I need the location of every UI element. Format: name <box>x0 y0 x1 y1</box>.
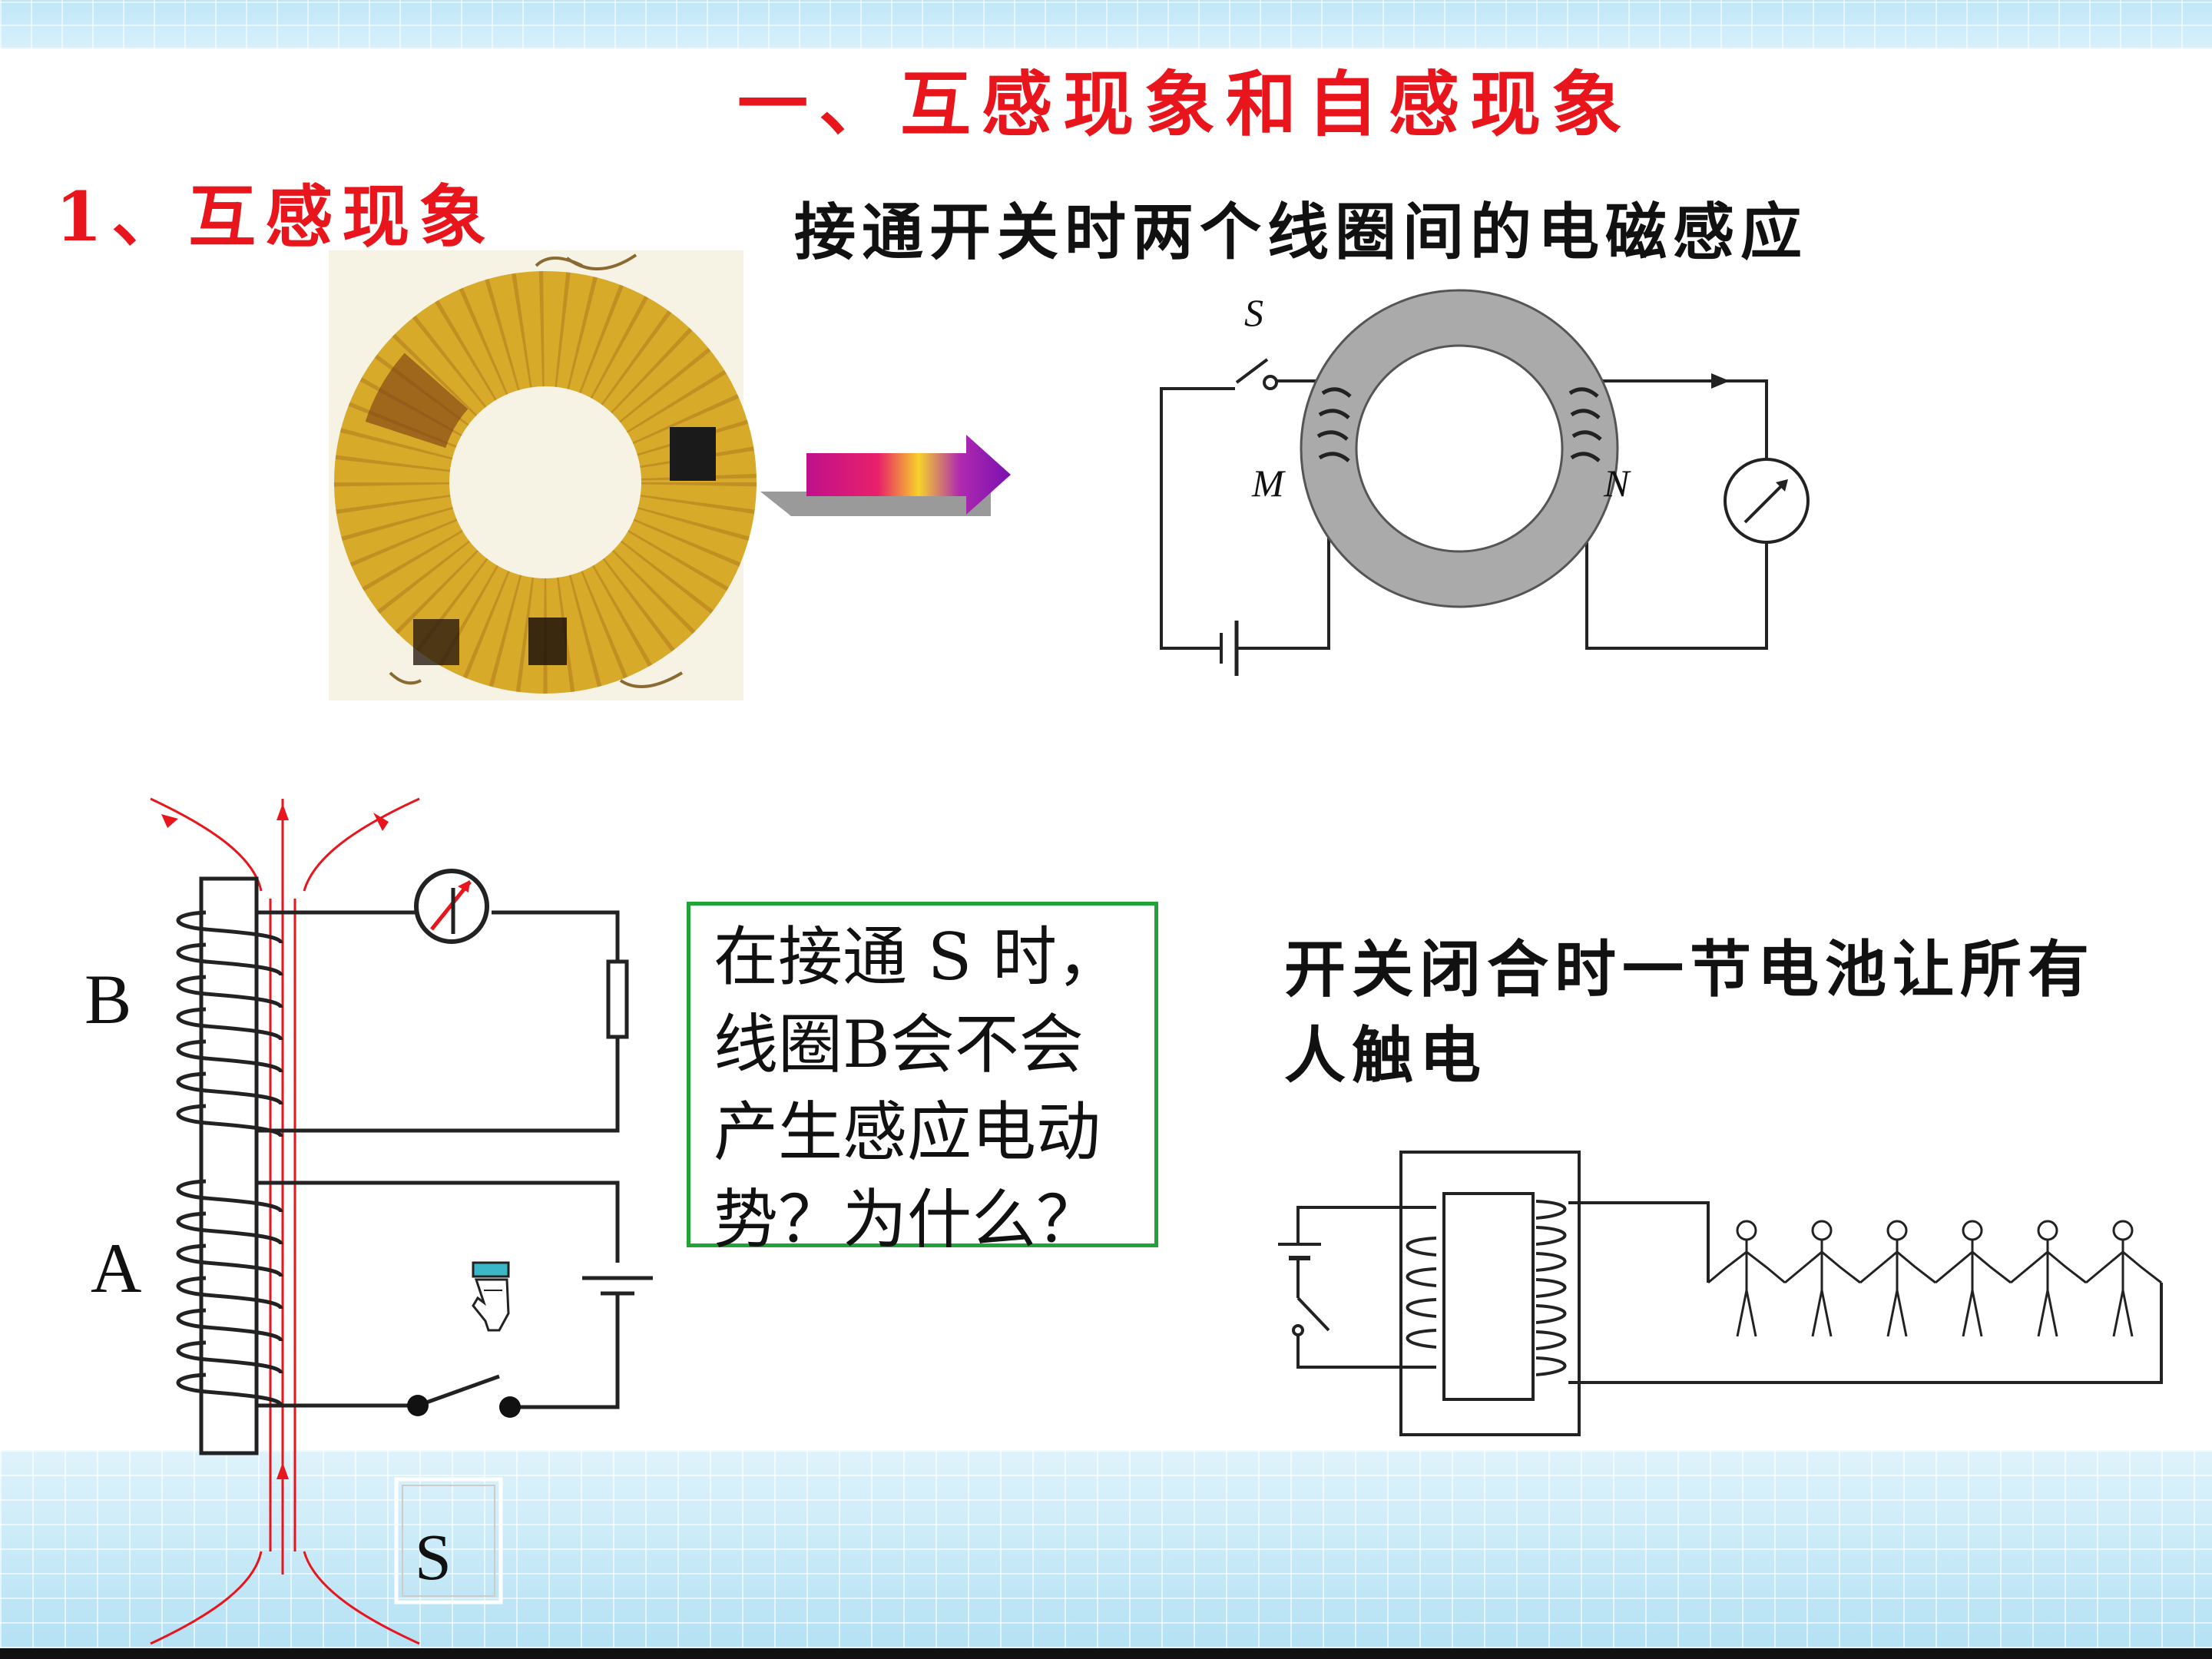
question-line-3: 产生感应电动 <box>714 1094 1101 1170</box>
slide-title: 一、互感现象和自感现象 <box>737 63 1634 146</box>
question-line-2: 线圈B会不会 <box>714 1007 1084 1082</box>
diagram1-caption: 接通开关时两个线圈间的电磁感应 <box>794 196 1808 268</box>
person-icon <box>1935 1220 2012 1337</box>
footer-edge <box>0 1648 2212 1659</box>
person-icon <box>1859 1220 1936 1337</box>
header-band <box>0 0 2212 49</box>
gradient-arrow-icon <box>760 435 1011 516</box>
diagram3-caption: 开关闭合时一节电池让所有人触电 <box>1284 933 2095 1091</box>
person-icon <box>2085 1220 2162 1337</box>
people-chain <box>1707 1220 2162 1337</box>
switch-s-label: S <box>415 1520 452 1594</box>
question-box: 在接通 S 时， 线圈B会不会 产生感应电动 势？为什么？ <box>687 902 1158 1257</box>
question-line-1: 在接通 S 时， <box>714 919 1121 995</box>
coil-b-label: B <box>84 960 131 1038</box>
circuit1-coil-n-label: N <box>1603 462 1631 505</box>
transformer-diagram <box>1278 1151 2163 1436</box>
coil-diagram: B A S <box>84 797 653 1645</box>
galvanometer-icon <box>1724 458 1810 544</box>
circuit-diagram-1: S M N <box>1160 289 1810 676</box>
footer-band <box>0 1450 2212 1648</box>
toroid-photo <box>329 250 757 700</box>
question-line-4: 势？为什么？ <box>714 1182 1101 1257</box>
section-heading: 1、互感现象 <box>55 177 496 257</box>
person-icon <box>2010 1220 2087 1337</box>
galvanometer-icon <box>414 869 489 944</box>
person-icon <box>1784 1220 1861 1337</box>
person-icon <box>1707 1220 1786 1337</box>
circuit1-switch-label: S <box>1244 291 1263 334</box>
coil-a-label: A <box>91 1229 141 1307</box>
pointing-hand-icon <box>472 1261 510 1332</box>
circuit1-coil-m-label: M <box>1251 462 1286 505</box>
